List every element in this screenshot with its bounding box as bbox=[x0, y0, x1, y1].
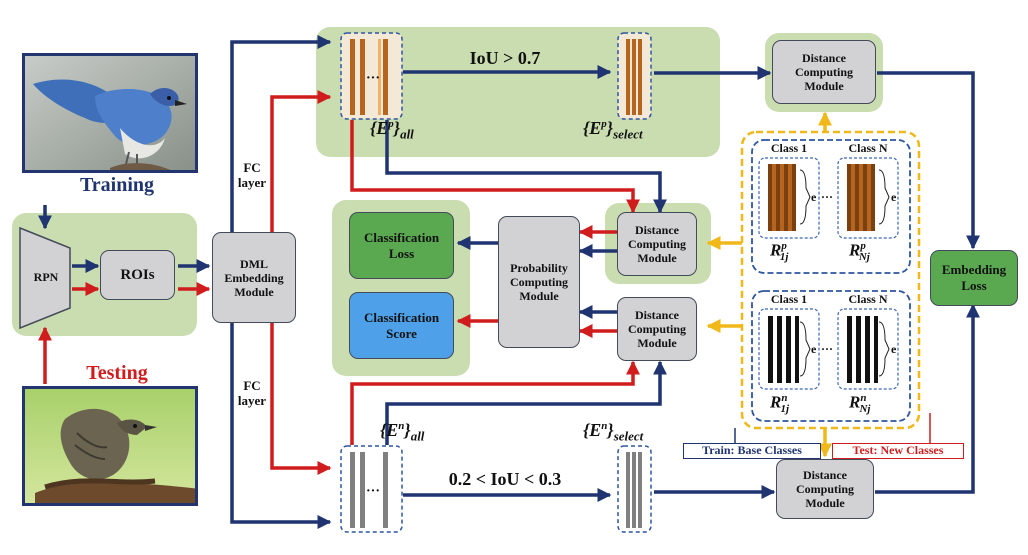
dml-to-pos-navy-arrow bbox=[230, 35, 332, 232]
pos-class1-label: Class 1 bbox=[770, 141, 808, 155]
test-new-classes-label: Test: New Classes bbox=[832, 443, 964, 459]
pos-classN-label: Class N bbox=[848, 141, 888, 155]
neg-all-label: {En}all bbox=[380, 420, 425, 444]
neg-all-to-distance-red-arrow bbox=[350, 360, 640, 445]
e-neg-1: e bbox=[811, 342, 817, 356]
pos-all-to-distance-red-arrow bbox=[350, 120, 640, 214]
e-neg-N: e bbox=[891, 342, 897, 356]
dml-to-pos-red-arrow bbox=[270, 90, 332, 232]
pos-all-to-distance-navy-arrow bbox=[385, 120, 667, 214]
pos-all-label: {Ep}all bbox=[370, 118, 414, 142]
neg-select-label: {En}select bbox=[583, 420, 644, 444]
dots-pos: ··· bbox=[821, 190, 833, 204]
testing-label: Testing bbox=[86, 362, 148, 384]
neg-all-to-distance-navy-arrow bbox=[385, 360, 667, 445]
iou-neg-label: 0.2 < IoU < 0.3 bbox=[448, 469, 562, 489]
distance-top-to-loss-arrow bbox=[877, 71, 980, 250]
negative-reps-box bbox=[751, 290, 911, 422]
representatives-container bbox=[740, 130, 921, 430]
r-n-Nj-label: RnNj bbox=[849, 392, 871, 416]
e-pos-1: e bbox=[811, 190, 817, 204]
dml-to-neg-red-arrow bbox=[270, 323, 332, 475]
neg-class1-label: Class 1 bbox=[770, 292, 808, 306]
dots-neg: ··· bbox=[821, 342, 833, 356]
rois-box: ROIs bbox=[100, 250, 175, 300]
training-label: Training bbox=[79, 174, 155, 196]
e-pos-N: e bbox=[891, 190, 897, 204]
iou-pos-label: IoU > 0.7 bbox=[469, 48, 541, 68]
pos-select-label: {Ep}select bbox=[583, 118, 643, 142]
r-p-1j-label: Rp1j bbox=[770, 240, 789, 264]
neg-classN-label: Class N bbox=[848, 292, 888, 306]
neg-dots: ··· bbox=[366, 484, 380, 499]
positive-reps-box bbox=[751, 139, 911, 274]
rpn-shape bbox=[19, 226, 71, 330]
pos-dots: ··· bbox=[366, 71, 380, 86]
r-p-Nj-label: RpNj bbox=[849, 240, 870, 264]
rpn-label: RPN bbox=[33, 270, 59, 284]
train-base-classes-label: Train: Base Classes bbox=[683, 443, 821, 459]
r-n-1j-label: Rn1j bbox=[770, 392, 790, 416]
distance-bottom-to-loss-arrow bbox=[875, 303, 980, 494]
dml-to-neg-navy-arrow bbox=[230, 323, 332, 529]
testing-bird-image bbox=[22, 386, 198, 506]
training-bird-image bbox=[22, 53, 198, 173]
